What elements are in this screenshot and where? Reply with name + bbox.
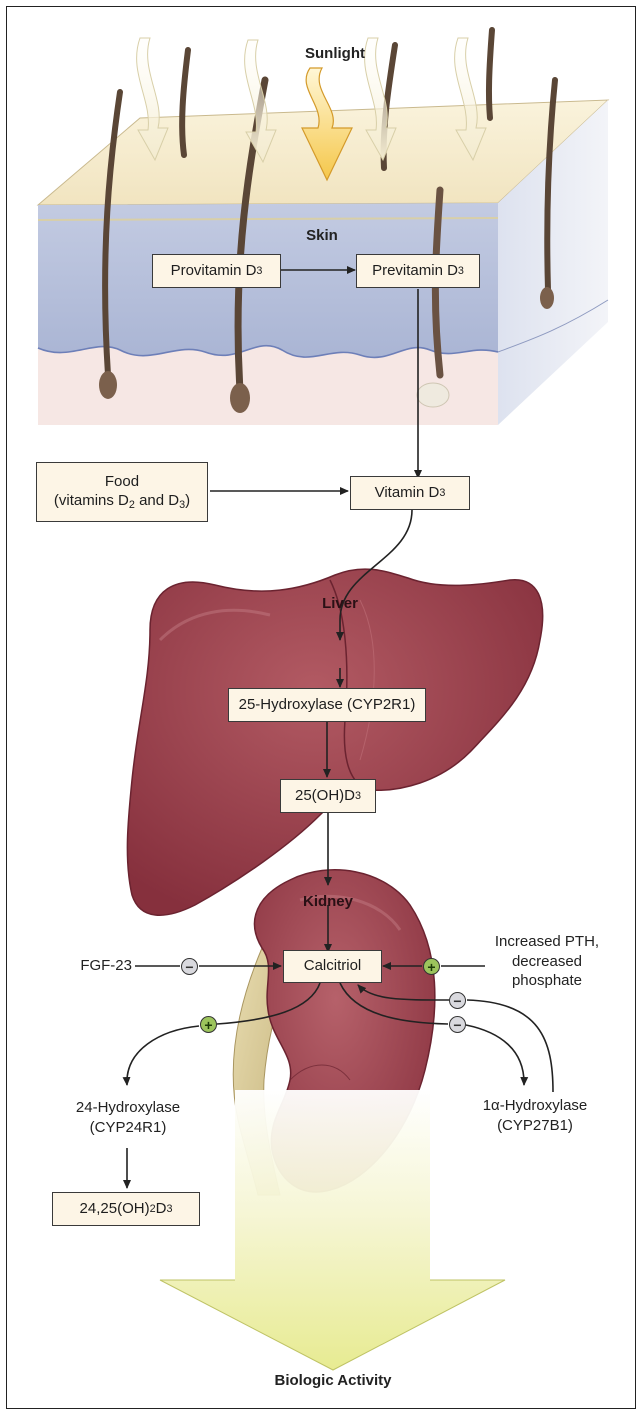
- food-vitamins-mid: and D: [135, 492, 179, 509]
- food-title: Food: [105, 473, 139, 492]
- hydroxylase-1a-label: 1α-Hydroxylase (CYP27B1): [460, 1096, 610, 1135]
- 25-oh-d3-text: 25(OH)D: [295, 787, 355, 806]
- hydroxylase-24-name: 24-Hydroxylase: [56, 1098, 200, 1118]
- biologic-activity-arrow: [160, 1090, 505, 1370]
- hydroxylase-24-stimulate-badge: +: [200, 1016, 217, 1033]
- fgf23-inhibit-badge: −: [181, 958, 198, 975]
- feedback-inhibit-badge: −: [449, 992, 466, 1009]
- liver-illustration: [127, 569, 542, 915]
- hydroxylase-24-label: 24-Hydroxylase (CYP24R1): [56, 1098, 200, 1137]
- hydroxylase-25-box: 25-Hydroxylase (CYP2R1): [228, 688, 426, 722]
- decreased-line: decreased: [482, 952, 612, 972]
- vitamin-d3-text: Vitamin D: [375, 484, 440, 503]
- dihydroxy-mid: D: [156, 1200, 167, 1219]
- phosphate-line: phosphate: [482, 971, 612, 991]
- previtamin-d3-text: Previtamin D: [372, 262, 458, 281]
- pth-stimulate-badge: +: [423, 958, 440, 975]
- pth-line: Increased PTH,: [482, 932, 612, 952]
- food-box: Food (vitamins D2 and D3): [36, 462, 208, 522]
- hydroxylase-1a-inhibit-badge: −: [449, 1016, 466, 1033]
- sunlight-label: Sunlight: [290, 44, 380, 64]
- dihydroxy-pre: 24,25(OH): [80, 1200, 150, 1219]
- liver-label: Liver: [310, 594, 370, 614]
- skin-label: Skin: [292, 226, 352, 246]
- hydroxylase-24-gene: (CYP24R1): [56, 1118, 200, 1138]
- provitamin-d3-text: Provitamin D: [171, 262, 257, 281]
- food-vitamins-pre: (vitamins D: [54, 492, 129, 509]
- food-vitamins-post: ): [185, 492, 190, 509]
- hydroxylase-1a-name: 1α-Hydroxylase: [460, 1096, 610, 1116]
- biologic-activity-label: Biologic Activity: [248, 1371, 418, 1391]
- fgf23-label: FGF-23: [64, 956, 132, 976]
- pth-phosphate-label: Increased PTH, decreased phosphate: [482, 932, 612, 991]
- food-vitamins-line: (vitamins D2 and D3): [54, 492, 190, 511]
- calcitriol-box: Calcitriol: [283, 950, 382, 983]
- kidney-label: Kidney: [298, 892, 358, 912]
- hydroxylase-1a-gene: (CYP27B1): [460, 1116, 610, 1136]
